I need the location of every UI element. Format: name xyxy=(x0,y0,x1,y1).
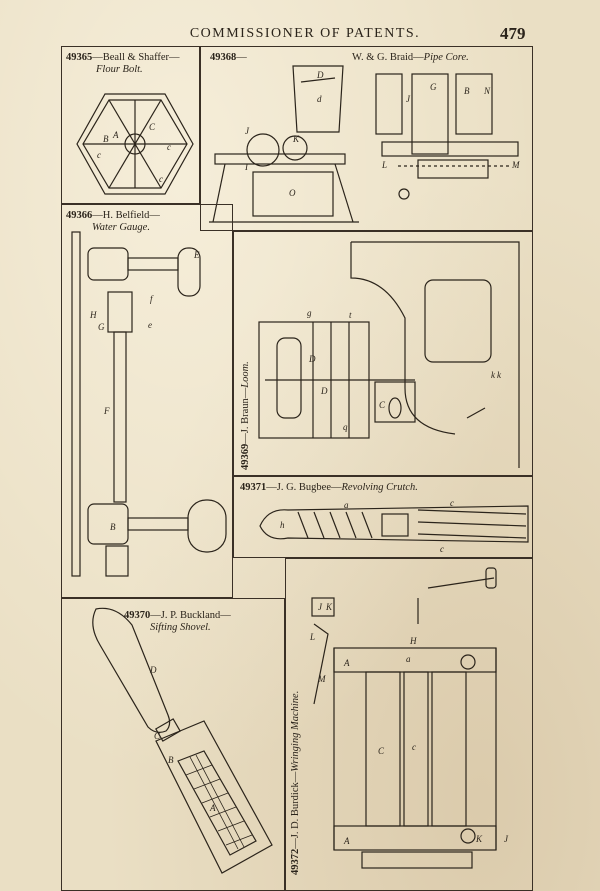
shovel-drawing: D C B A xyxy=(92,607,273,874)
caption-shovel: 49370—J. P. Buckland— xyxy=(124,610,231,621)
patent-title: Flour Bolt. xyxy=(96,64,143,75)
fig-label: c xyxy=(412,742,416,752)
inventor-name: J. Braun xyxy=(240,398,251,434)
fig-label: c xyxy=(450,498,454,508)
fig-label: a xyxy=(406,654,411,664)
patent-title: Water Gauge. xyxy=(92,222,150,233)
fig-label: C xyxy=(154,731,161,741)
fig-label: d xyxy=(317,94,322,104)
fig-label: e xyxy=(148,320,152,330)
panel-water-gauge xyxy=(61,204,233,598)
fig-label: I xyxy=(244,162,249,172)
caption-flour-bolt: 49365—Beall & Shaffer— xyxy=(66,52,180,63)
fig-label: D xyxy=(316,70,324,80)
fig-label: C xyxy=(378,746,385,756)
fig-label: G xyxy=(430,82,437,92)
patent-number: 49366 xyxy=(66,210,93,221)
fig-label: A xyxy=(343,658,350,668)
water-gauge-drawing: E f H G e F B xyxy=(71,231,227,577)
caption-pipe-core: W. & G. Braid—Pipe Core. xyxy=(352,52,469,63)
fig-label: K xyxy=(325,602,333,612)
crutch-drawing: a c h c xyxy=(259,498,529,554)
patent-title: Revolving Crutch. xyxy=(341,482,418,493)
patent-title: Sifting Shovel. xyxy=(150,622,211,633)
fig-label: B xyxy=(103,134,109,144)
fig-label: c xyxy=(159,174,163,184)
pipe-core-drawing-right: J G B N L M xyxy=(375,73,520,200)
fig-label: O xyxy=(289,188,296,198)
fig-label: J xyxy=(245,126,250,136)
fig-label: k xyxy=(497,370,502,380)
fig-label: L xyxy=(381,160,387,170)
page-header-title: COMMISSIONER OF PATENTS. xyxy=(189,26,421,41)
wringer-drawing: J K L M H A a C c A K J xyxy=(309,567,509,869)
fig-label: t xyxy=(349,310,352,320)
fig-label: J xyxy=(504,834,509,844)
patent-title: Pipe Core. xyxy=(423,52,469,63)
fig-label: L xyxy=(309,632,315,642)
fig-label: H xyxy=(89,310,97,320)
fig-label: M xyxy=(317,674,326,684)
patent-number: 49368 xyxy=(210,52,237,63)
caption-loom: 49369—J. Braun—Loom. xyxy=(240,361,251,470)
inventor-name: J. D. Burdick xyxy=(290,782,301,839)
fig-label: k xyxy=(491,370,496,380)
inventor-name: Beall & Shaffer xyxy=(102,52,170,63)
inventor-name: H. Belfield xyxy=(102,210,150,221)
loom-drawing: g t D D k k C q xyxy=(258,241,520,468)
fig-label: J xyxy=(318,602,323,612)
fig-label: D xyxy=(149,665,157,675)
caption-crutch: 49371—J. G. Bugbee—Revolving Crutch. xyxy=(240,482,418,493)
fig-label: A xyxy=(209,803,216,813)
fig-label: D xyxy=(308,354,316,364)
caption-wringer: 49372—J. D. Burdick—Wringing Machine. xyxy=(290,690,301,875)
fig-label: c xyxy=(97,150,101,160)
fig-label: q xyxy=(343,422,348,432)
patent-number: 49369 xyxy=(240,443,251,470)
caption-pipe-core-number: 49368— xyxy=(210,52,247,63)
fig-label: h xyxy=(280,520,285,530)
fig-label: J xyxy=(406,94,411,104)
patent-title: Loom. xyxy=(240,361,251,388)
fig-label: E xyxy=(193,250,200,260)
inventor-name: W. & G. Braid xyxy=(352,52,414,63)
fig-label: C xyxy=(149,122,156,132)
fig-label: K xyxy=(475,834,483,844)
fig-label: c xyxy=(440,544,444,554)
fig-label: f xyxy=(150,294,154,304)
patent-number: 49370 xyxy=(124,610,151,621)
page-number: 479 xyxy=(500,24,526,43)
fig-label: C xyxy=(379,400,386,410)
fig-label: g xyxy=(307,308,312,318)
fig-label: c xyxy=(167,142,171,152)
panel-crutch xyxy=(233,476,533,558)
fig-label: D xyxy=(320,386,328,396)
fig-label: N xyxy=(483,86,491,96)
panel-flour-bolt xyxy=(61,46,200,204)
fig-label: A xyxy=(343,836,350,846)
inventor-name: J. G. Bugbee xyxy=(276,482,331,493)
fig-label: F xyxy=(103,406,110,416)
patent-title: Wringing Machine. xyxy=(290,690,301,772)
inventor-name: J. P. Buckland xyxy=(160,610,221,621)
fig-label: K xyxy=(292,134,300,144)
panel-pipe-core xyxy=(200,46,533,231)
panel-loom xyxy=(233,231,533,476)
patent-number: 49372 xyxy=(290,848,301,875)
fig-label: a xyxy=(344,500,349,510)
patent-number: 49371 xyxy=(240,482,267,493)
pipe-core-drawing-left: D d J K I O xyxy=(209,65,359,223)
fig-label: B xyxy=(464,86,470,96)
fig-label: B xyxy=(110,522,116,532)
fig-label: H xyxy=(409,636,417,646)
fig-label: A xyxy=(112,130,119,140)
fig-label: G xyxy=(98,322,105,332)
fig-label: B xyxy=(168,755,174,765)
patent-number: 49365 xyxy=(66,52,93,63)
fig-label: M xyxy=(511,160,520,170)
caption-water-gauge: 49366—H. Belfield— xyxy=(66,210,160,221)
flour-bolt-drawing: A B C c c c xyxy=(76,93,194,195)
